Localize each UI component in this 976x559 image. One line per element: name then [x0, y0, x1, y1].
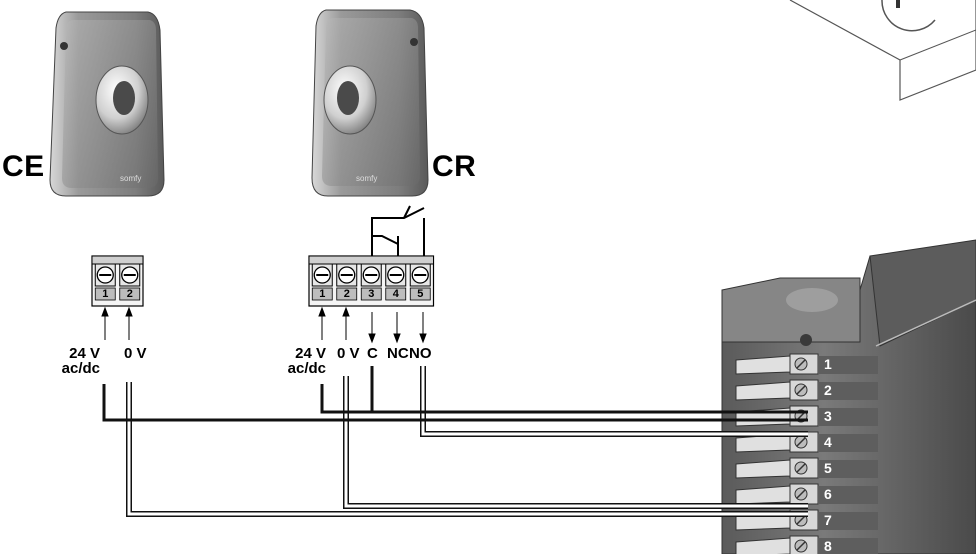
- cr-no-label: NO: [409, 345, 432, 362]
- ce-terminal-2: [119, 263, 141, 301]
- controller-terminal-1: [735, 353, 878, 375]
- controller-unit: [721, 239, 976, 557]
- controller-terminal-number: 7: [824, 512, 832, 528]
- wire-ce-24v: [102, 384, 808, 422]
- cr-device-body: somfy: [311, 9, 429, 197]
- cr-terminal-number: 1: [319, 288, 326, 300]
- cr-terminal-number: 3: [368, 288, 375, 300]
- cr-terminal-number: 4: [392, 288, 399, 300]
- controller-terminal-number: 3: [824, 408, 832, 424]
- controller-terminal-number: 8: [824, 538, 832, 554]
- cr-terminal-number: 5: [417, 288, 424, 300]
- controller-terminal-6: [735, 483, 878, 505]
- controller-terminal-number: 4: [824, 434, 832, 450]
- ce-terminal-number: 2: [126, 288, 133, 300]
- cr-terminal-4: [385, 263, 407, 301]
- controller-terminal-4: [735, 431, 878, 453]
- svg-text:somfy: somfy: [356, 174, 377, 183]
- cr-zero-label: 0 V: [337, 345, 360, 362]
- cr-nc-label: NC: [387, 345, 409, 362]
- cr-terminal-1: [311, 263, 333, 301]
- ce-power-label: 24 V ac/dc: [61, 345, 100, 377]
- cr-terminal-block: [308, 255, 435, 307]
- ce-terminal-block: [91, 255, 144, 307]
- controller-terminal-number: 5: [824, 460, 832, 476]
- cr-terminal-number: 2: [343, 288, 350, 300]
- cr-terminal-3: [360, 263, 382, 301]
- controller-terminal-number: 2: [824, 382, 832, 398]
- ce-terminal-1: [94, 263, 116, 301]
- controller-terminal-number: 6: [824, 486, 832, 502]
- wires: [102, 366, 808, 517]
- cr-device-label: CR: [432, 150, 477, 183]
- ce-device-label: CE: [2, 150, 45, 183]
- svg-text:somfy: somfy: [120, 174, 141, 183]
- cr-terminal-5: [409, 263, 431, 301]
- cr-c-label: C: [367, 345, 378, 362]
- controller-terminal-5: [735, 457, 878, 479]
- wire-cr-24v: [320, 384, 808, 414]
- ce-zero-label: 0 V: [124, 345, 147, 362]
- wire-ce-0v: [126, 382, 808, 517]
- terminal-arrows: [101, 306, 427, 344]
- ce-device-body: somfy: [49, 11, 165, 197]
- corner-detail: [789, 0, 976, 101]
- controller-terminal-number: 1: [824, 356, 832, 372]
- ce-terminal-number: 1: [102, 288, 109, 300]
- cr-power-label: 24 V ac/dc: [287, 345, 326, 377]
- cr-terminal-2: [336, 263, 358, 301]
- controller-terminal-2: [735, 379, 878, 401]
- relay-switch-symbol: [371, 205, 425, 262]
